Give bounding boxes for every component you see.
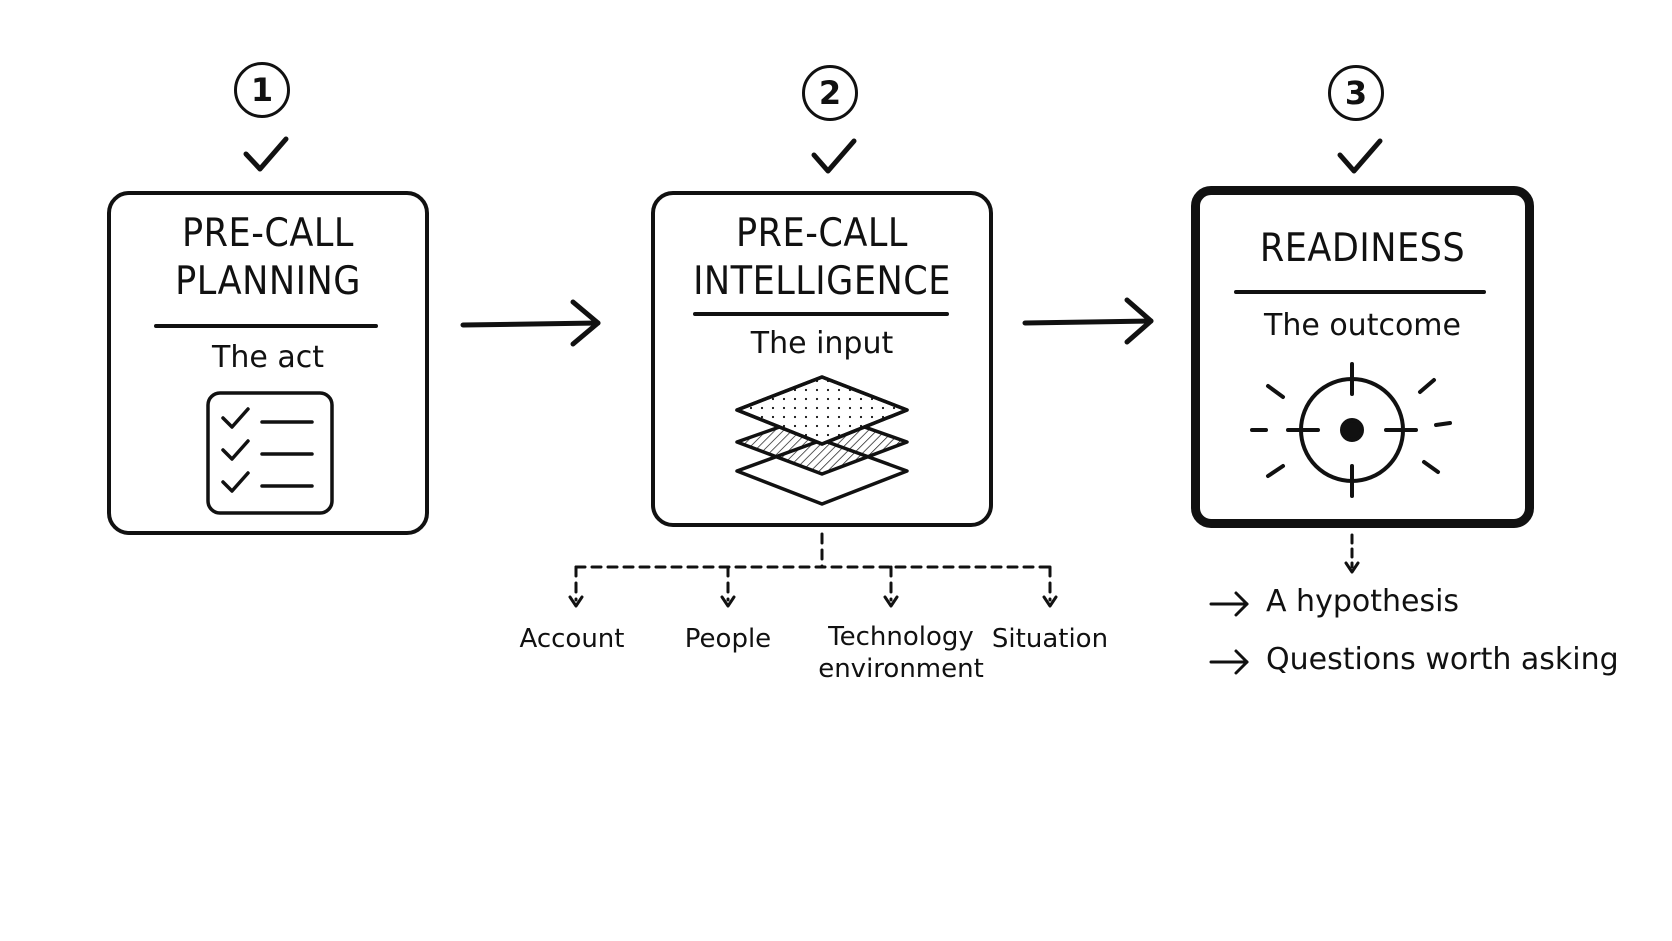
arrow-2-to-3-icon [1022, 297, 1154, 345]
input-people-label: People [684, 624, 772, 654]
step-1-check-icon [243, 136, 289, 172]
step-2-number-badge: 2 [802, 65, 858, 121]
step-1-card [107, 191, 429, 535]
output-hypothesis-arrow-icon [1209, 591, 1249, 617]
arrow-1-to-2-icon [460, 299, 601, 347]
step-2-check-icon [811, 138, 857, 174]
input-situation-arrow-icon [1042, 595, 1058, 608]
input-technology-arrow-icon [883, 595, 899, 608]
step-1-title: PRE-CALL PLANNING [107, 210, 429, 306]
step-3-divider [1234, 290, 1486, 294]
step-3-title-line-1: READINESS [1259, 226, 1466, 271]
target-icon [1250, 362, 1452, 498]
step-1-title-line-1: PRE-CALL [182, 211, 354, 256]
step-3-title: READINESS [1191, 225, 1534, 273]
layers-icon [735, 375, 909, 506]
step-2-divider [693, 312, 949, 316]
input-people-arrow-icon [720, 595, 736, 608]
step-1-number-badge: 1 [234, 62, 290, 118]
input-account-arrow-icon [568, 595, 584, 608]
step-2-title-line-1: PRE-CALL [736, 211, 908, 256]
step-3-check-icon [1337, 138, 1383, 174]
inputs-connector [574, 532, 1052, 602]
step-3-subtitle: The outcome [1264, 308, 1461, 343]
input-technology-environment-label: Technology environment [818, 622, 984, 684]
checklist-icon [206, 391, 334, 515]
step-2-subtitle: The input [750, 326, 894, 361]
step-1-subtitle: The act [212, 340, 324, 375]
step-1-title-line-2: PLANNING [175, 259, 361, 304]
step-3-card [1191, 186, 1534, 528]
output-hypothesis-label: A hypothesis [1266, 584, 1460, 619]
outputs-down-arrow-icon [1344, 561, 1360, 574]
output-questions-label: Questions worth asking [1266, 642, 1619, 677]
step-1-divider [154, 324, 378, 328]
step-2-title: PRE-CALL INTELLIGENCE [651, 210, 993, 306]
step-3-number-badge: 3 [1328, 65, 1384, 121]
step-2-title-line-2: INTELLIGENCE [693, 259, 951, 304]
input-account-label: Account [519, 624, 625, 654]
output-questions-arrow-icon [1209, 649, 1249, 675]
input-situation-label: Situation [991, 624, 1109, 654]
